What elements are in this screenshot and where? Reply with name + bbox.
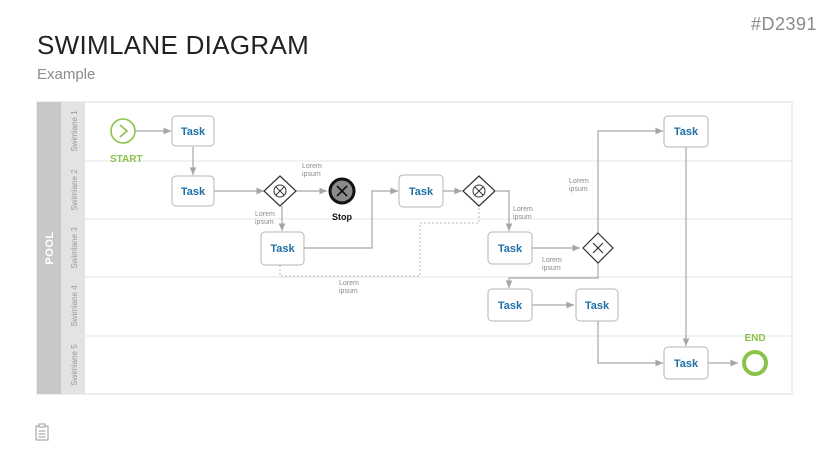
task-label: Task xyxy=(270,243,295,255)
stop-event-icon xyxy=(328,177,356,205)
task-5[interactable]: Task xyxy=(487,231,533,265)
page-title: SWIMLANE DIAGRAM xyxy=(37,30,310,60)
dotted-connector xyxy=(279,207,480,277)
task-6[interactable]: Task xyxy=(487,288,533,322)
task-4[interactable]: Task xyxy=(398,174,444,208)
task-label: Task xyxy=(674,126,699,138)
task-9[interactable]: Task xyxy=(663,346,709,380)
task-2[interactable]: Task xyxy=(171,175,215,207)
task-label: Task xyxy=(498,300,523,312)
gateway-3-icon xyxy=(582,232,614,264)
lane-label-5: Swimlane 5 xyxy=(70,344,79,386)
task-label: Task xyxy=(585,300,610,312)
task-label: Task xyxy=(498,243,523,255)
gateway-1-icon xyxy=(263,175,297,207)
pool-bar xyxy=(37,102,61,394)
task-7[interactable]: Task xyxy=(575,288,619,322)
pool-label: POOL xyxy=(44,231,56,264)
clipboard-icon[interactable] xyxy=(35,423,49,441)
task-8[interactable]: Task xyxy=(663,115,709,148)
lane-label-bar xyxy=(61,102,85,394)
stop-label: Stop xyxy=(332,212,352,222)
start-event-icon xyxy=(110,118,136,144)
lane-label-4: Swimlane 4 xyxy=(70,285,79,327)
start-chevron-icon xyxy=(119,124,129,138)
gateway-2-icon xyxy=(462,175,496,207)
lane-dividers xyxy=(61,160,792,337)
task-label: Task xyxy=(181,126,206,138)
start-label: START xyxy=(110,154,143,165)
end-event-icon xyxy=(742,350,768,376)
flow-connectors xyxy=(136,127,738,367)
lane-label-2: Swimlane 2 xyxy=(70,169,79,211)
lane-label-1: Swimlane 1 xyxy=(70,110,79,152)
page-id: #D2391 xyxy=(750,14,817,34)
task-label: Task xyxy=(674,358,699,370)
page-subtitle: Example xyxy=(37,66,96,83)
lane-label-3: Swimlane 3 xyxy=(70,227,79,269)
task-3[interactable]: Task xyxy=(260,231,305,266)
end-label: END xyxy=(744,333,765,344)
task-label: Task xyxy=(409,186,434,198)
task-1[interactable]: Task xyxy=(171,115,215,147)
task-label: Task xyxy=(181,186,206,198)
